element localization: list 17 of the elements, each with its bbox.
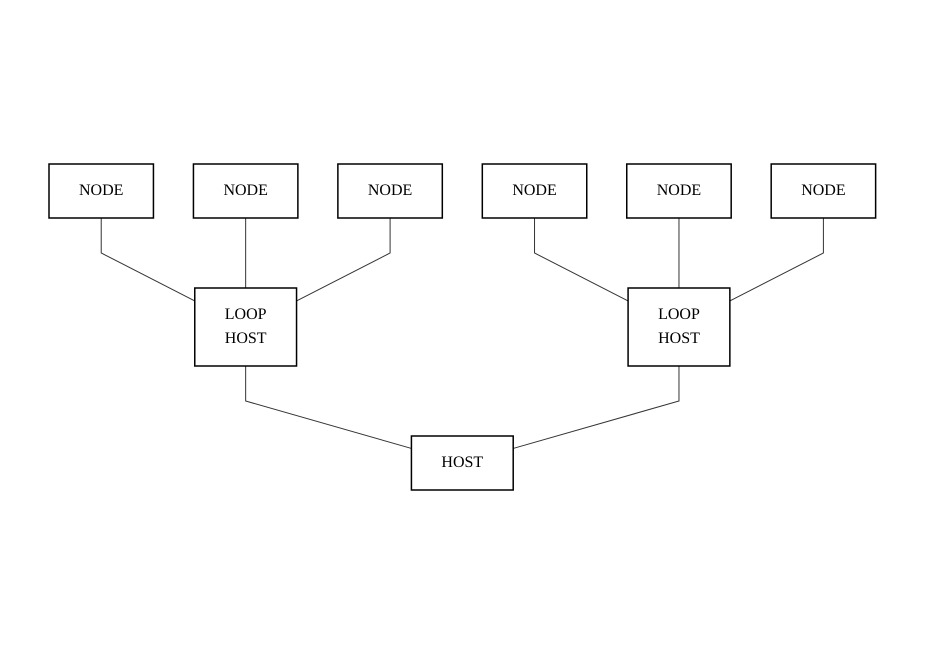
connector	[534, 217, 629, 301]
node-box: NODE	[337, 162, 444, 218]
node-box: HOST	[410, 434, 514, 490]
node-box: NODE	[192, 162, 299, 218]
connector	[730, 217, 824, 301]
node-box: NODE	[770, 162, 877, 218]
connector	[678, 217, 680, 288]
connector	[245, 365, 412, 448]
node-box: NODE	[48, 162, 154, 218]
node-box: LOOP HOST	[628, 286, 731, 366]
node-box: LOOP HOST	[194, 286, 298, 366]
node-box: NODE	[626, 162, 732, 218]
node-box: NODE	[482, 162, 588, 218]
connector	[296, 217, 391, 301]
connector	[512, 365, 680, 448]
connector	[245, 217, 246, 288]
connector	[100, 217, 196, 301]
